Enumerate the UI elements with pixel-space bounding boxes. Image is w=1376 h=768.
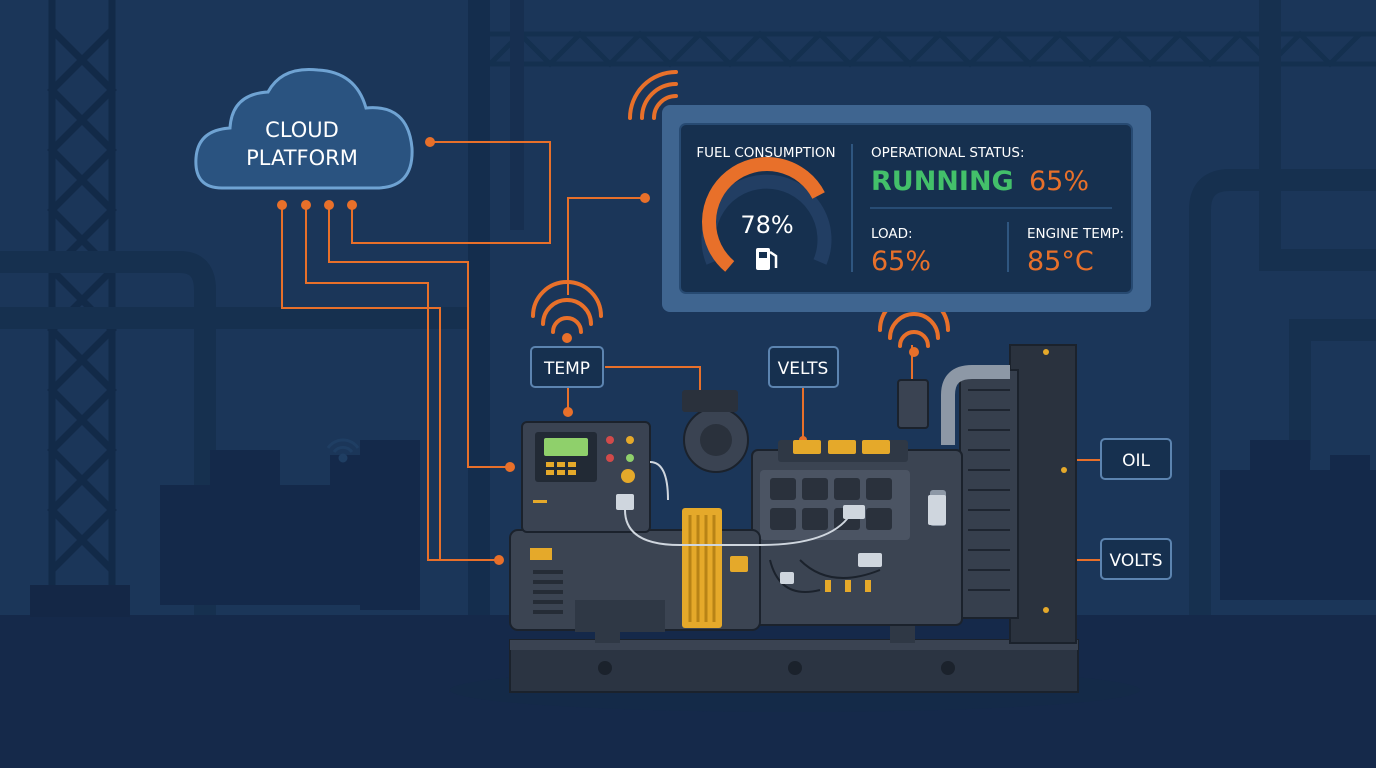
sensor-tag-temp-label: TEMP (543, 359, 590, 379)
fuel-pump-icon (756, 248, 778, 270)
engine-temp-title: ENGINE TEMP: (1027, 226, 1124, 242)
load-value: 65% (871, 246, 931, 277)
sensor-tag-volts-top: VELTS (768, 346, 839, 388)
sensor-tag-temp: TEMP (530, 346, 604, 388)
sensor-tag-oil-label: OIL (1122, 451, 1150, 471)
sensor-tag-oil: OIL (1100, 438, 1172, 480)
sensor-tag-volts-side: VOLTS (1100, 538, 1172, 580)
engine-temp-value: 85°C (1027, 246, 1094, 277)
cloud-icon: CLOUD PLATFORM (194, 67, 414, 190)
monitoring-dashboard: FUEL CONSUMPTION 78% OPERATIONAL STATUS:… (662, 105, 1151, 312)
wifi-signal-icon (628, 70, 678, 120)
wifi-signal-icon (326, 438, 360, 463)
fuel-consumption-value: 78% (740, 211, 793, 239)
sensor-tag-volts-top-label: VELTS (778, 359, 829, 379)
operational-status-title: OPERATIONAL STATUS: (871, 145, 1025, 161)
fuel-consumption-title: FUEL CONSUMPTION (696, 145, 835, 161)
operational-status-value: RUNNING (871, 166, 1014, 197)
wifi-signal-icon (531, 280, 603, 343)
load-title: LOAD: (871, 226, 913, 242)
control-display (544, 438, 588, 456)
sensor-tag-volts-side-label: VOLTS (1109, 551, 1162, 571)
fuel-gauge-fill (702, 157, 825, 272)
cloud-label-line1: CLOUD (265, 118, 339, 142)
operational-status-percent: 65% (1029, 166, 1089, 197)
diesel-generator (509, 344, 1079, 693)
fuel-gauge (701, 157, 832, 272)
cloud-label-line2: PLATFORM (246, 146, 358, 170)
